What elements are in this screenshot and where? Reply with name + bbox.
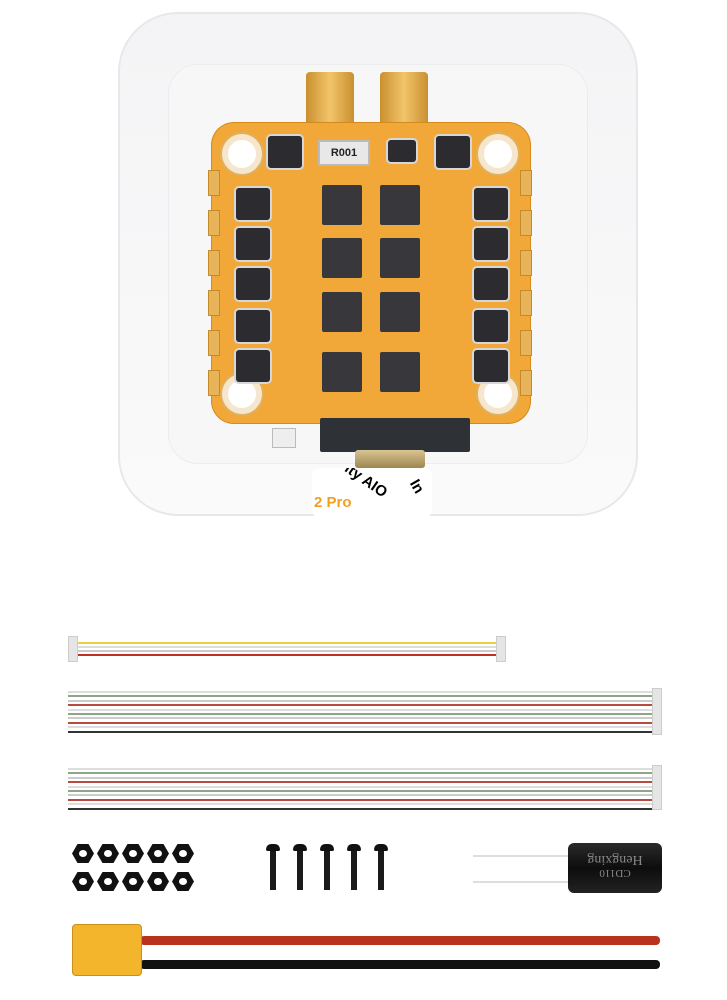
xt60-connector bbox=[72, 924, 142, 976]
wire bbox=[68, 721, 652, 724]
screw bbox=[374, 844, 388, 890]
wire bbox=[68, 695, 652, 698]
mosfet bbox=[236, 228, 270, 260]
screw bbox=[347, 844, 361, 890]
driver-chip bbox=[322, 352, 362, 392]
wire bbox=[68, 772, 652, 775]
solder-pad bbox=[208, 330, 220, 356]
mosfet bbox=[236, 350, 270, 382]
hex-nut bbox=[147, 872, 169, 891]
red-power-wire bbox=[140, 936, 660, 945]
mosfet bbox=[436, 136, 470, 168]
wire bbox=[68, 704, 652, 707]
hex-nut bbox=[97, 844, 119, 863]
mosfet bbox=[474, 228, 508, 260]
wire bbox=[68, 803, 652, 806]
ribbon-cable bbox=[68, 688, 662, 735]
ribbon-cable bbox=[68, 765, 662, 810]
mosfet bbox=[474, 268, 508, 300]
wire bbox=[68, 726, 652, 729]
solder-pad bbox=[208, 210, 220, 236]
solder-pad bbox=[520, 330, 532, 356]
capacitor-lead bbox=[473, 855, 569, 857]
sticker-text: In bbox=[405, 476, 428, 497]
driver-chip bbox=[380, 352, 420, 392]
driver-chip bbox=[322, 292, 362, 332]
hex-nut bbox=[147, 844, 169, 863]
mosfet bbox=[474, 350, 508, 382]
mosfet bbox=[474, 310, 508, 342]
wire bbox=[68, 708, 652, 711]
sticker-text: 2 Pro bbox=[314, 494, 352, 511]
black-power-wire bbox=[140, 960, 660, 969]
hex-nut bbox=[122, 844, 144, 863]
small-connector bbox=[272, 428, 296, 448]
solder-pad bbox=[520, 170, 532, 196]
label-sticker: ity AIO 2 Pro In bbox=[312, 468, 432, 518]
hex-nut bbox=[72, 844, 94, 863]
driver-chip bbox=[322, 238, 362, 278]
mosfet bbox=[268, 136, 302, 168]
wire bbox=[68, 776, 652, 779]
capacitor-brand: Hengxing bbox=[587, 852, 643, 867]
hex-nut bbox=[97, 872, 119, 891]
signal-cable bbox=[68, 636, 506, 662]
hex-nut bbox=[172, 872, 194, 891]
driver-chip bbox=[380, 292, 420, 332]
wire bbox=[68, 790, 652, 792]
solder-pad bbox=[520, 250, 532, 276]
mount-hole bbox=[222, 134, 262, 174]
wire bbox=[68, 691, 652, 693]
solder-pad bbox=[208, 370, 220, 396]
screw bbox=[266, 844, 280, 890]
hex-nut bbox=[72, 872, 94, 891]
wire bbox=[68, 717, 652, 720]
cable-end bbox=[652, 765, 662, 810]
cable-end bbox=[652, 688, 662, 735]
solder-pad bbox=[208, 290, 220, 316]
solder-pad bbox=[520, 370, 532, 396]
wire bbox=[68, 785, 652, 788]
power-tab bbox=[380, 72, 428, 127]
mount-hole bbox=[478, 134, 518, 174]
shunt-resistor: R001 bbox=[318, 140, 370, 166]
power-tab bbox=[306, 72, 354, 127]
mosfet bbox=[236, 310, 270, 342]
wire bbox=[68, 798, 652, 801]
usb-port bbox=[355, 450, 425, 468]
driver-chip bbox=[380, 185, 420, 225]
wire bbox=[68, 730, 652, 733]
screw bbox=[320, 844, 334, 890]
driver-chip bbox=[380, 238, 420, 278]
solder-pad bbox=[208, 250, 220, 276]
capacitor-lead bbox=[473, 881, 569, 883]
mosfet bbox=[388, 140, 416, 162]
mosfet bbox=[236, 268, 270, 300]
wire bbox=[68, 699, 652, 702]
driver-chip bbox=[322, 185, 362, 225]
wire bbox=[68, 807, 652, 810]
hex-nut bbox=[172, 844, 194, 863]
hex-nut bbox=[122, 872, 144, 891]
wire bbox=[68, 781, 652, 784]
screw bbox=[293, 844, 307, 890]
board-connector bbox=[320, 418, 470, 452]
solder-pad bbox=[520, 290, 532, 316]
solder-pad bbox=[208, 170, 220, 196]
wire bbox=[68, 794, 652, 797]
wire bbox=[68, 768, 652, 770]
mosfet bbox=[474, 188, 508, 220]
wire bbox=[68, 713, 652, 715]
solder-pad bbox=[520, 210, 532, 236]
mosfet bbox=[236, 188, 270, 220]
capacitor-code: CD110 bbox=[599, 867, 631, 879]
